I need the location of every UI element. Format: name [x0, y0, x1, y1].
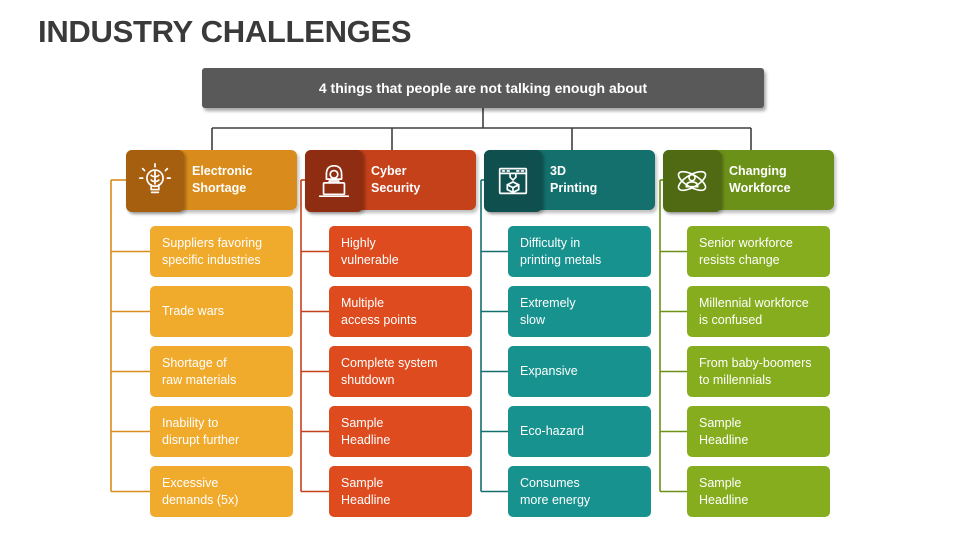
- category-cyber-security: Cyber Security: [305, 150, 476, 212]
- category-label: Electronic Shortage: [192, 164, 253, 195]
- page-title: INDUSTRY CHALLENGES: [38, 14, 412, 49]
- item-box: Excessive demands (5x): [150, 466, 293, 517]
- category-label: Changing Workforce: [729, 164, 791, 195]
- item-box: Multiple access points: [329, 286, 472, 337]
- item-box: Highly vulnerable: [329, 226, 472, 277]
- item-box: Extremely slow: [508, 286, 651, 337]
- item-box: Senior workforce resists change: [687, 226, 830, 277]
- item-box: Shortage of raw materials: [150, 346, 293, 397]
- header-banner: 4 things that people are not talking eno…: [202, 68, 764, 108]
- item-box: Inability to disrupt further: [150, 406, 293, 457]
- item-box: Expansive: [508, 346, 651, 397]
- category-label: 3D Printing: [550, 164, 598, 195]
- item-box: Trade wars: [150, 286, 293, 337]
- item-box: Sample Headline: [687, 406, 830, 457]
- lightbulb-brain-icon: [126, 150, 184, 212]
- item-box: Sample Headline: [687, 466, 830, 517]
- item-box: Millennial workforce is confused: [687, 286, 830, 337]
- item-box: Difficulty in printing metals: [508, 226, 651, 277]
- category-3d-printing: 3D Printing: [484, 150, 655, 212]
- hacker-laptop-icon: [305, 150, 363, 212]
- item-box: Complete system shutdown: [329, 346, 472, 397]
- item-box: Suppliers favoring specific industries: [150, 226, 293, 277]
- category-changing-workforce: Changing Workforce: [663, 150, 834, 212]
- item-box: Eco-hazard: [508, 406, 651, 457]
- item-box: Sample Headline: [329, 406, 472, 457]
- workforce-atom-icon: [663, 150, 721, 212]
- category-electronic-shortage: Electronic Shortage: [126, 150, 297, 212]
- item-box: Sample Headline: [329, 466, 472, 517]
- category-label: Cyber Security: [371, 164, 421, 195]
- item-box: From baby-boomers to millennials: [687, 346, 830, 397]
- 3d-printer-icon: [484, 150, 542, 212]
- item-box: Consumes more energy: [508, 466, 651, 517]
